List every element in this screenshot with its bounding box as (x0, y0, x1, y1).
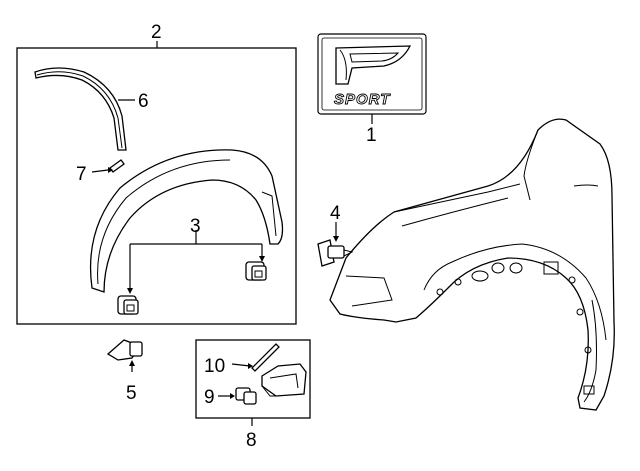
callout-4: 4 (330, 203, 341, 224)
callout-1: 1 (366, 125, 377, 146)
clip-part-3-right (245, 261, 267, 281)
callout-5: 5 (126, 383, 137, 404)
screw-part-9 (235, 387, 257, 405)
callout-10: 10 (204, 356, 225, 377)
callout-6: 6 (138, 91, 149, 112)
callout-2: 2 (151, 22, 162, 43)
wheel-arch-moulding (89, 149, 284, 293)
callout-7: 7 (76, 164, 87, 185)
group-box-8 (195, 339, 311, 419)
clip-part-5 (106, 339, 143, 361)
moulding-strip-part-6 (34, 67, 127, 151)
front-fender (329, 118, 615, 411)
callout-8: 8 (246, 430, 257, 451)
part-10-rod-bracket (251, 343, 307, 397)
clip-part-7 (109, 159, 125, 173)
badge-sport-text: SPORT (334, 91, 391, 108)
clip-part-3-left (117, 295, 139, 315)
f-sport-emblem-part-1: SPORT (317, 33, 427, 115)
callout-9: 9 (204, 387, 215, 408)
callout-3: 3 (190, 216, 201, 237)
push-clip-part-4 (317, 239, 354, 267)
